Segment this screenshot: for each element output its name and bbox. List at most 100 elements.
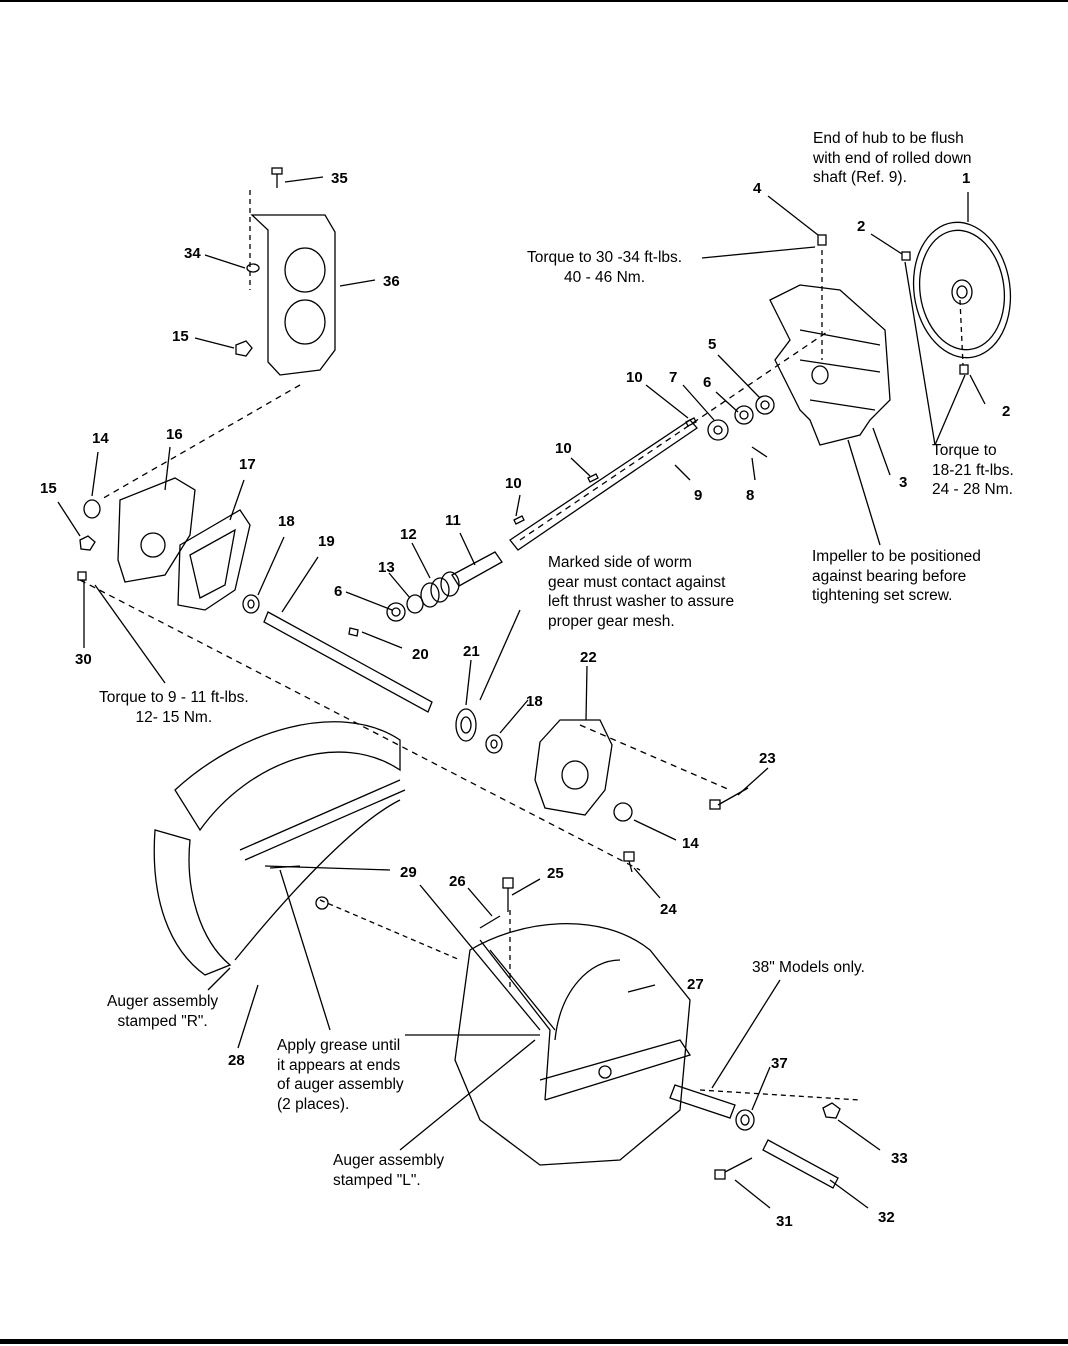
part-2-setscrew-a [901,251,911,261]
callout-numbers: 35 34 36 15 4 2 1 5 10 7 6 2 14 16 17 15… [40,170,1010,1230]
part-18-thrust-washer-left [242,594,260,614]
part-16-housing [117,477,196,583]
callout-23: 23 [759,750,776,767]
auger-shaft-axis-line [319,899,461,961]
callout-29: 29 [400,864,417,881]
callout-22: 22 [580,649,597,666]
callout-20: 20 [412,646,429,663]
callout-30: 30 [75,651,92,668]
note-torque-18-21: Torque to 18-21 ft-lbs. 24 - 28 Nm. [932,442,1014,498]
callout-9: 9 [694,487,702,504]
part-33-nut [822,1102,841,1119]
part-22-gearbox [534,719,613,816]
part-28-auger-right [153,721,406,976]
part-6-bearing-left [386,602,406,622]
callout-24: 24 [660,901,677,918]
part-31-bolt [714,1157,753,1180]
callout-36: 36 [383,273,400,290]
callout-10b: 10 [555,440,572,457]
callout-15b: 15 [40,480,57,497]
part-3-impeller [769,284,891,446]
callout-19: 19 [318,533,335,550]
callout-3: 3 [899,474,907,491]
part-18-thrust-washer-right [485,734,503,754]
part-10-key-a [685,417,697,427]
part-36-bracket [250,214,336,376]
callout-13: 13 [378,559,395,576]
callout-33: 33 [891,1150,908,1167]
shaft-axis-line [519,329,831,541]
callout-17: 17 [239,456,256,473]
callout-10c: 10 [505,475,522,492]
callout-27: 27 [687,976,704,993]
note-torque-9-11: Torque to 9 - 11 ft-lbs. 12- 15 Nm. [99,689,249,726]
callout-6: 6 [703,374,711,391]
gearbox-axis-line [579,724,731,791]
callout-25: 25 [547,865,564,882]
part-10-key-b [587,473,599,483]
part-26-pin [479,915,501,929]
callout-1: 1 [962,170,970,187]
part-10-key-c [513,515,525,525]
part-30-fitting [77,571,87,581]
callout-8: 8 [746,487,754,504]
part-19-shaft [263,611,433,713]
callout-21: 21 [463,643,480,660]
callout-2: 2 [857,218,865,235]
bottom-rule [0,1339,1068,1344]
extension-tube-38in [669,1084,736,1119]
note-worm-gear: Marked side of worm gear must contact ag… [548,554,735,630]
callout-18b: 18 [526,693,543,710]
part-14-washer-right [613,802,633,822]
part-1-pulley [912,221,1012,359]
callout-31: 31 [776,1213,793,1230]
part-6-bearing-right [734,405,754,425]
callout-26: 26 [449,873,466,890]
callout-16: 16 [166,426,183,443]
note-impeller-position: Impeller to be positioned against bearin… [812,548,981,604]
part-17-gasket [177,509,251,611]
bracket-axis-line [99,384,301,501]
part-4-setscrew [817,234,827,246]
part-32-spacer [762,1139,839,1189]
pulley-axis-line [959,299,964,366]
callout-34: 34 [184,245,201,262]
part-5-washer [755,395,775,415]
callout-2b: 2 [1002,403,1010,420]
callout-15: 15 [172,328,189,345]
callout-37: 37 [771,1055,788,1072]
callout-4: 4 [753,180,762,197]
callout-32: 32 [878,1209,895,1226]
callout-28: 28 [228,1052,245,1069]
part-13-washer [406,594,424,614]
callout-6b: 6 [334,583,342,600]
part-9-shaft [509,419,698,551]
callout-14: 14 [92,430,109,447]
top-rule [0,0,1068,2]
part-37-bearing [735,1109,755,1131]
part-35-screw [271,167,283,188]
leader-lines [57,176,986,1209]
callout-14b: 14 [682,835,699,852]
note-auger-l: Auger assembly stamped "L". [333,1152,445,1189]
part-20-key [348,627,359,637]
part-12-worm-gear [420,571,460,608]
note-apply-grease: Apply grease until it appears at ends of… [277,1037,404,1113]
part-7-washer [707,419,729,441]
callout-5: 5 [708,336,716,353]
callout-10: 10 [626,369,643,386]
part-34-washer [246,263,260,273]
part-11-spacer [451,551,503,587]
callout-11: 11 [445,512,461,529]
part-27-auger-left [454,922,692,1166]
callout-35: 35 [331,170,348,187]
part-15-nut-left [79,535,96,551]
part-25-bolt [502,877,514,912]
part-21-worm-gear [455,708,477,742]
part-15-nut [235,340,253,357]
note-auger-r: Auger assembly stamped "R". [107,993,219,1030]
part-2-setscrew-b [959,364,969,375]
callout-12: 12 [400,526,417,543]
part-24-bolt [623,851,635,873]
